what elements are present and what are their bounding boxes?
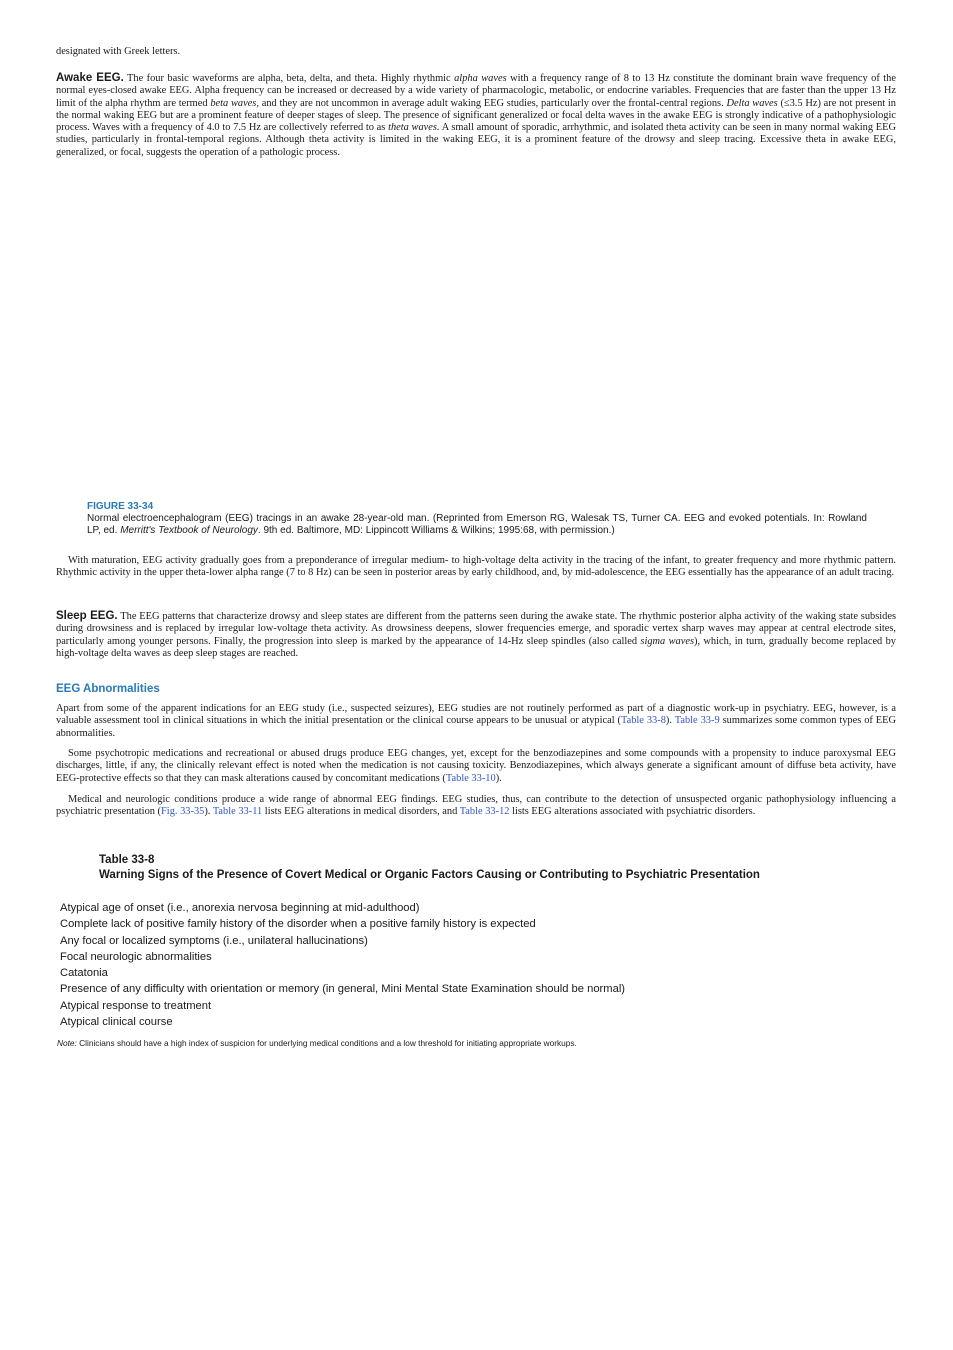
table-row: Atypical age of onset (i.e., anorexia ne… [60, 902, 420, 914]
table-row: Atypical clinical course [60, 1016, 173, 1029]
sleep-eeg-paragraph: Sleep EEG. The EEG patterns that charact… [56, 610, 897, 659]
table-row: Presence of any difficulty with orientat… [60, 983, 626, 996]
intro-line: designated with Greek letters. [56, 46, 181, 57]
awake-eeg-paragraph: Awake EEG. The four basic waveforms are … [56, 72, 896, 158]
table-title: Warning Signs of the Presence of Covert … [99, 869, 760, 881]
sleep-eeg-heading: Sleep EEG. [56, 610, 118, 622]
figure-caption: Normal electroencephalogram (EEG) tracin… [87, 513, 867, 537]
table-33-11-link[interactable]: Table 33-11 [212, 806, 263, 818]
table-number: Table 33-8 [99, 854, 155, 866]
table-33-9-link[interactable]: Table 33-9 [674, 715, 720, 727]
figure-label: FIGURE 33-34 [87, 501, 154, 512]
eeg-abnormalities-heading: EEG Abnormalities [56, 683, 160, 695]
abnormalities-paragraph-1: Apart from some of the apparent indicati… [56, 703, 896, 739]
table-note: Note: Clinicians should have a high inde… [57, 1038, 577, 1048]
table-row: Catatonia [60, 967, 108, 980]
abnormalities-paragraph-3: Medical and neurologic conditions produc… [56, 794, 896, 818]
table-row: Any focal or localized symptoms (i.e., u… [60, 934, 368, 947]
table-33-12-link[interactable]: Table 33-12 [459, 806, 510, 818]
table-rows: Atypical age of onset (i.e., anorexia ne… [60, 900, 625, 1030]
table-row: Focal neurologic abnormalities [60, 950, 212, 963]
maturation-paragraph: With maturation, EEG activity gradually … [56, 555, 896, 579]
table-row: Complete lack of positive family history… [60, 918, 536, 931]
table-33-8-link[interactable]: Table 33-8 [620, 715, 666, 727]
abnormalities-paragraph-2: Some psychotropic medications and recrea… [56, 748, 896, 784]
fig-33-35-link[interactable]: Fig. 33-35 [161, 806, 205, 818]
awake-eeg-heading: Awake EEG. [56, 72, 124, 84]
table-33-10-link[interactable]: Table 33-10 [445, 772, 496, 784]
table-row: Atypical response to treatment [60, 999, 212, 1012]
note-label: Note: [57, 1038, 77, 1048]
